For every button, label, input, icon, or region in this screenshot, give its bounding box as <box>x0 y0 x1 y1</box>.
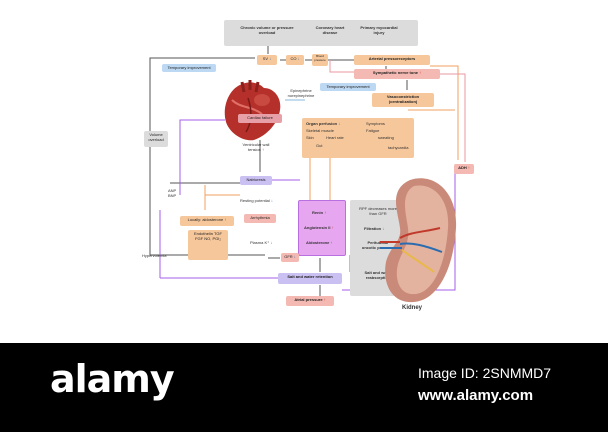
arrhythmia-label: Arrhythmia <box>250 215 270 220</box>
watermark-footer: alamy Image ID: 2SNMMD7 www.alamy.com <box>0 343 608 432</box>
natriuresis-label: Natriuresis <box>246 177 266 182</box>
skin-label: Skin <box>306 135 314 140</box>
resting-potential-text: Resting potential <box>240 198 270 203</box>
down-arrow-icon: ↓ <box>297 56 300 61</box>
down-arrow-icon: ↓ <box>338 121 341 126</box>
down-arrow-icon: ↓ <box>293 254 296 259</box>
organ-perfusion-text: Organ perfusion <box>306 121 338 126</box>
locally-aldosterone-box: Locally: aldosterone ↑ <box>180 216 234 226</box>
aldosterone-text: Aldosterone <box>306 240 330 245</box>
endothelin-label: Endothelin TGF FGF NO, PGI₂ <box>194 231 222 241</box>
natriuresis-box: Natriuresis <box>240 176 272 185</box>
organ-perfusion-label: Organ perfusion ↓ <box>306 121 340 126</box>
salt-reabsorption-label: Salt and water reabsorption <box>364 270 392 280</box>
heart-rate-label: Heart rate <box>326 135 344 140</box>
sweating-label: sweating <box>378 135 394 140</box>
alamy-logo: alamy <box>50 357 175 401</box>
temp-improvement-left-box: Temporary improvement <box>162 64 216 72</box>
sympathetic-label: Sympathetic nerve tone <box>372 70 418 75</box>
up-arrow-icon: ↑ <box>419 70 422 75</box>
anp-bnp-label: ANP BNP <box>168 188 177 198</box>
arterial-baroreceptors-label: Arterial pressoreceptors <box>368 56 416 61</box>
ventricular-wall-label: Ventricular wall tension ↑ <box>238 142 274 152</box>
down-arrow-icon: ↓ <box>270 240 273 245</box>
cause-primary: Primary myocardial injury <box>360 25 398 35</box>
filtration-text: Filtration <box>364 226 382 231</box>
down-arrow-icon: ↓ <box>269 56 272 61</box>
gut-label: Gut <box>316 143 323 148</box>
sympathetic-box: Sympathetic nerve tone ↑ <box>354 69 440 79</box>
ventricular-wall-text: Ventricular wall tension <box>242 142 270 152</box>
blood-pressure-label: Blood pressure <box>314 54 326 62</box>
hypervolemia-label: Hypervolemia <box>142 253 167 258</box>
up-arrow-icon: ↑ <box>323 297 326 302</box>
adh-label: ADH <box>458 165 467 170</box>
cause-box <box>224 20 418 46</box>
down-arrow-icon: ↓ <box>270 198 273 203</box>
site-url-text: www.alamy.com <box>418 387 534 404</box>
temp-improvement-mid-box: Temporary improvement <box>320 83 376 91</box>
co-box: CO ↓ <box>286 55 304 65</box>
blood-pressure-box: Blood pressure <box>312 54 328 66</box>
adh-box: ADH ↑ <box>454 164 474 174</box>
cardiac-failure-box: Cardiac failure <box>238 114 282 123</box>
temp-improvement-left-label: Temporary improvement <box>167 65 211 70</box>
volume-overload-label: Volume overload <box>148 132 164 142</box>
kidney-title: Kidney <box>402 305 423 311</box>
aldosterone-label: Aldosterone ↑ <box>306 240 332 245</box>
image-id-text: Image ID: 2SNMMD7 <box>418 365 552 381</box>
up-arrow-icon: ↑ <box>224 217 227 222</box>
sv-box: SV ↓ <box>257 55 277 65</box>
cause-chronic: Chronic volume or pressure overload <box>240 25 294 35</box>
resting-potential-label: Resting potential ↓ <box>240 198 273 203</box>
heart-illustration <box>224 80 281 141</box>
volume-overload-box: Volume overload <box>144 131 168 147</box>
angiotensin-text: Angiotensin II <box>304 225 331 230</box>
atrial-pressure-label: Atrial pressure <box>294 297 323 302</box>
endothelin-box: Endothelin TGF FGF NO, PGI₂ <box>188 230 228 260</box>
renin-text: Renin <box>312 210 324 215</box>
angiotensin-label: Angiotensin II ↑ <box>304 225 334 230</box>
plasma-k-label: Plasma K⁺ ↓ <box>250 240 272 245</box>
peritubular-label: Peritubular oncotic pressure <box>361 240 395 250</box>
atrial-pressure-box: Atrial pressure ↑ <box>286 296 334 306</box>
fatigue-label: Fatigue <box>366 128 380 133</box>
epinephrine-label: Epinephrine norepinephrine <box>287 88 315 98</box>
up-arrow-icon: ↑ <box>467 165 470 170</box>
locally-aldosterone-label: Locally: aldosterone <box>187 217 224 222</box>
sv-label: SV <box>262 56 269 61</box>
up-arrow-icon: ↑ <box>330 240 333 245</box>
up-arrow-icon: ↑ <box>331 225 334 230</box>
connector-lines <box>149 46 466 298</box>
arterial-baroreceptors-box: Arterial pressoreceptors <box>354 55 430 65</box>
tachycardia-label: tachycardia <box>388 145 409 150</box>
organ-perfusion-block <box>302 118 414 158</box>
co-label: CO <box>290 56 297 61</box>
kidney-illustration <box>380 178 457 303</box>
plasma-k-text: Plasma K⁺ <box>250 240 270 245</box>
temp-improvement-mid-label: Temporary improvement <box>326 84 370 89</box>
filtration-label: Filtration ↓ <box>364 226 384 231</box>
diagram-canvas: Chronic volume or pressure overload Coro… <box>142 20 474 311</box>
cardiac-failure-label: Cardiac failure <box>247 115 273 120</box>
vasoconstriction-label: Vasoconstriction (centralization) <box>386 94 420 104</box>
cause-coronary: Coronary heart disease <box>315 25 345 35</box>
salt-retention-label: Salt and water retention <box>287 274 333 279</box>
renin-label: Renin ↑ <box>312 210 326 215</box>
vasoconstriction-box: Vasoconstriction (centralization) <box>372 93 434 107</box>
up-arrow-icon: ↑ <box>262 147 265 152</box>
up-arrow-icon: ↑ <box>324 210 327 215</box>
raas-block <box>298 200 346 256</box>
down-arrow-icon: ↓ <box>382 226 385 231</box>
arrhythmia-box: Arrhythmia <box>244 214 276 223</box>
gfr-label: GFR <box>284 254 293 259</box>
gfr-box: GFR ↓ <box>281 253 299 262</box>
salt-retention-box: Salt and water retention <box>278 273 342 284</box>
skeletal-muscle-label: Skeletal muscle <box>306 128 335 133</box>
symptoms-label: Symptoms <box>366 121 385 126</box>
rpf-label: RPF decreases more than GFR <box>359 206 397 216</box>
